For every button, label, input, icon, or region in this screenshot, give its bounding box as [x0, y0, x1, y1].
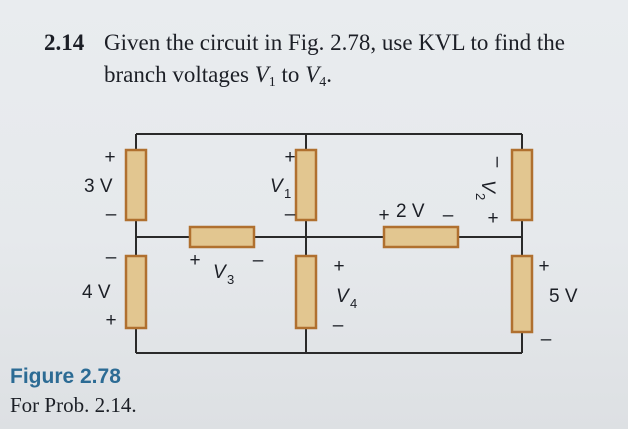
element-v4 — [294, 254, 318, 330]
circuit-elements — [124, 148, 534, 334]
plus-sign-v2: + — [487, 208, 498, 229]
minus-sign-v1: – — [285, 204, 296, 225]
element-2v — [382, 225, 460, 249]
plus-sign-2v: + — [378, 205, 389, 226]
problem-statement-line-2: branch voltages V1 to V4. — [104, 62, 332, 91]
line2-text-mid: to — [275, 62, 306, 87]
problem-number: 2.14 — [44, 30, 85, 55]
label-4v: 4 V — [82, 282, 111, 303]
label-2v: 2 V — [396, 201, 425, 222]
label-3v: 3 V — [84, 176, 113, 197]
circuit-labels: + 3 V – – 4 V + + V 3 – + V 1 – + V 4 – … — [82, 147, 578, 350]
plus-sign-v1: + — [284, 147, 295, 168]
plus-sign-5v: + — [538, 256, 549, 277]
element-v3 — [188, 225, 256, 249]
label-v2: V — [477, 180, 498, 195]
minus-sign-v4: – — [333, 315, 344, 336]
element-5v — [510, 254, 534, 334]
label-v2-subscript: 2 — [473, 193, 488, 200]
v4-subscript: 4 — [319, 75, 327, 90]
v1-subscript: 1 — [268, 75, 276, 90]
label-v3-subscript: 3 — [227, 272, 234, 287]
problem-statement-line-1: Given the circuit in Fig. 2.78, use KVL … — [104, 30, 565, 55]
label-v4: V — [336, 286, 351, 307]
v4-symbol: V — [305, 62, 320, 87]
label-v4-subscript: 4 — [350, 296, 357, 311]
minus-sign-v3: – — [253, 250, 264, 271]
figure-caption: Figure 2.78 — [10, 365, 121, 388]
figure-subcaption: For Prob. 2.14. — [10, 393, 137, 417]
line2-text-post: . — [326, 62, 332, 87]
minus-sign-5v: – — [541, 329, 552, 350]
v1-symbol: V — [254, 62, 269, 87]
minus-sign-v2: – — [487, 157, 508, 168]
minus-sign-2v: – — [443, 205, 454, 226]
line2-text-pre: branch voltages — [104, 62, 255, 87]
plus-sign-v4: + — [333, 256, 344, 277]
plus-sign-4v: + — [105, 310, 116, 331]
minus-sign-4v: – — [106, 247, 117, 268]
plus-sign-v3: + — [189, 250, 200, 271]
element-v1 — [294, 148, 318, 222]
label-v3: V — [213, 262, 228, 283]
plus-sign-3v: + — [104, 147, 115, 168]
label-v1: V — [270, 176, 285, 197]
element-v2 — [510, 148, 534, 222]
label-v1-subscript: 1 — [284, 186, 291, 201]
label-5v: 5 V — [549, 286, 578, 307]
element-4v — [124, 254, 148, 330]
minus-sign-3v: – — [106, 204, 117, 225]
element-3v — [124, 148, 148, 222]
